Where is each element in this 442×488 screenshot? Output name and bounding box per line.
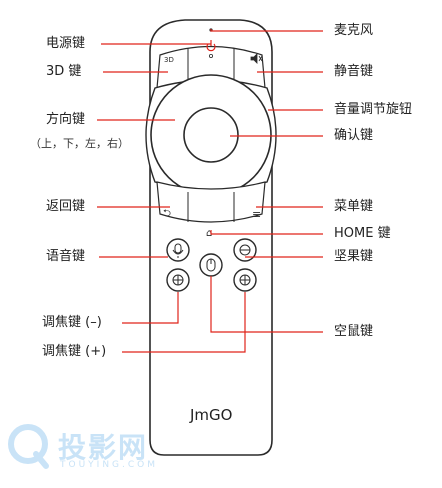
callout-focus-minus: [122, 292, 179, 324]
label-volume: 音量调节旋钮: [334, 102, 413, 117]
callout-focus-plus: [122, 292, 246, 353]
voice-button: [166, 238, 190, 262]
airmouse-button: [199, 253, 223, 277]
callout-lines: [97, 29, 323, 353]
label-direction-sub: （上，下，左，右）: [30, 137, 129, 150]
callout-mic: [210, 29, 323, 32]
watermark-subtext: TOUYING.COM: [60, 460, 159, 470]
label-menu: 菜单键: [334, 199, 374, 214]
label-back: 返回键: [46, 199, 86, 214]
watermark-logo-icon: [8, 424, 49, 469]
microphone-icon: [172, 243, 184, 258]
watermark: 投影网 TOUYING.COM: [6, 420, 156, 478]
home-icon: ⌂: [206, 228, 212, 239]
callout-home: [210, 230, 323, 235]
label-mic: 麦克风: [334, 23, 374, 38]
label-power: 电源键: [46, 36, 86, 51]
mute-icon: [250, 53, 263, 64]
label-airmouse: 空鼠键: [334, 324, 374, 339]
label-mute: 静音键: [334, 64, 374, 79]
watermark-text: 投影网: [58, 431, 149, 464]
label-nut: 坚果键: [334, 249, 374, 264]
label-3d: 3D 键: [46, 64, 82, 79]
nut-icon: [239, 244, 251, 256]
focus-plus-icon: [239, 274, 251, 286]
label-voice: 语音键: [46, 249, 86, 264]
label-ok: 确认键: [334, 128, 374, 143]
label-direction: 方向键: [46, 112, 86, 127]
brand-logo: JmGO: [189, 406, 232, 424]
focus-minus-icon: [172, 274, 184, 286]
threed-button-text: 3D: [164, 56, 174, 64]
indicator-dot: [208, 54, 213, 59]
power-icon: [206, 40, 216, 52]
label-home: HOME 键: [334, 226, 391, 241]
label-focus-plus: 调焦键 (+): [42, 344, 107, 359]
back-icon: ⮌: [163, 208, 171, 219]
ok-button: [183, 107, 239, 163]
bottom-button-band: [156, 181, 266, 223]
callout-airmouse: [210, 276, 323, 333]
label-focus-minus: 调焦键 (–): [42, 315, 102, 330]
menu-icon: ≡: [252, 208, 261, 221]
mouse-icon: [206, 258, 216, 272]
